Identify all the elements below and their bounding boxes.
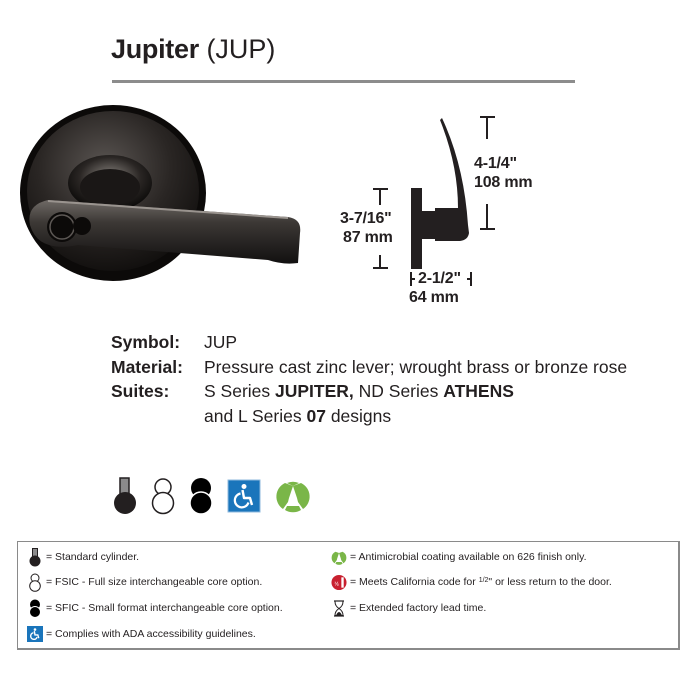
product-name: Jupiter — [111, 34, 199, 64]
material-label: Material: — [111, 356, 183, 377]
suites-text: and L Series — [204, 405, 307, 426]
suites-text: S Series — [204, 381, 275, 401]
product-title: Jupiter (JUP) — [111, 33, 275, 65]
legend-text: = Standard cylinder. — [46, 551, 140, 563]
suite-athens: ATHENS — [443, 381, 514, 401]
standard-cylinder-icon — [113, 476, 137, 520]
material-value: Pressure cast zinc lever; wrought brass … — [204, 356, 628, 377]
spec-material: Material: Pressure cast zinc lever; wrou… — [111, 355, 627, 380]
legend-text: = Antimicrobial coating available on 626… — [350, 551, 587, 563]
legend-text: = Meets California code for 1/2" or less… — [350, 576, 612, 588]
symbol-value: JUP — [204, 332, 238, 352]
suites-value-line1: S Series JUPITER, ND Series ATHENS — [204, 379, 514, 404]
spec-suites: Suites: S Series JUPITER, ND Series ATHE… — [111, 379, 627, 404]
legend-item-sfic: = SFIC - Small format interchangeable co… — [27, 598, 283, 618]
spec-symbol: Symbol: JUP — [111, 330, 627, 355]
antimicrobial-icon — [275, 478, 311, 519]
sfic-icon — [27, 599, 43, 618]
legend-text-part: = Meets California code for — [350, 576, 479, 588]
sfic-icon — [189, 477, 213, 520]
svg-text:½: ½ — [334, 580, 339, 587]
suite-jupiter: JUPITER, — [275, 381, 354, 401]
legend-item-antimicrobial: = Antimicrobial coating available on 626… — [331, 547, 587, 567]
product-code: (JUP) — [206, 34, 276, 64]
suites-text: ND Series — [353, 381, 444, 401]
fsic-icon — [151, 477, 175, 520]
specifications: Symbol: JUP Material: Pressure cast zinc… — [111, 330, 627, 428]
projection-inches: 2-1/2" — [418, 270, 461, 287]
standard-cylinder-icon — [27, 547, 43, 567]
legend-text: = Complies with ADA accessibility guidel… — [46, 628, 256, 640]
legend-item-california-code: ½ = Meets California code for 1/2" or le… — [331, 572, 612, 592]
legend-item-ada: = Complies with ADA accessibility guidel… — [27, 624, 256, 644]
projection-mm: 64 mm — [409, 289, 459, 306]
legend-item-fsic: = FSIC - Full size interchangeable core … — [27, 572, 262, 592]
dimension-diagram: 4-1/4" 108 mm 3-7/16" 87 mm 2-1/2" 64 mm — [340, 105, 550, 315]
legend-item-lead-time: = Extended factory lead time. — [331, 598, 486, 618]
symbol-label: Symbol: — [111, 332, 181, 352]
fraction: 1/2 — [478, 577, 489, 584]
hourglass-icon — [331, 599, 347, 617]
lever-profile-drawing — [373, 116, 495, 286]
legend-box: = Standard cylinder. = FSIC - Full size … — [17, 541, 680, 650]
suites-text: designs — [325, 405, 392, 426]
lever-length-inches: 4-1/4" — [474, 155, 517, 172]
legend-text: = Extended factory lead time. — [350, 602, 487, 614]
title-divider — [112, 80, 575, 83]
legend-text-part: " or less return to the door. — [488, 576, 612, 588]
antimicrobial-icon — [331, 549, 347, 566]
legend-text: = FSIC - Full size interchangeable core … — [46, 576, 263, 588]
ada-icon — [227, 479, 261, 518]
spec-suites-continued: and L Series 07 designs — [111, 404, 627, 429]
rose-diameter-mm: 87 mm — [343, 229, 393, 246]
legend-text: = SFIC - Small format interchangeable co… — [46, 602, 283, 614]
lever-length-mm: 108 mm — [474, 174, 533, 191]
suites-label: Suites: — [111, 381, 170, 401]
fsic-icon — [27, 573, 43, 592]
lever-lockset-photo — [20, 105, 301, 281]
suite-07: 07 — [306, 405, 326, 426]
spacer — [111, 404, 204, 429]
feature-icons — [113, 476, 325, 520]
california-code-icon: ½ — [331, 574, 347, 591]
rose-diameter-inches: 3-7/16" — [340, 210, 392, 227]
suites-value-line2: and L Series 07 designs — [204, 404, 391, 429]
legend-item-standard-cylinder: = Standard cylinder. — [27, 547, 139, 567]
ada-icon — [27, 626, 43, 642]
